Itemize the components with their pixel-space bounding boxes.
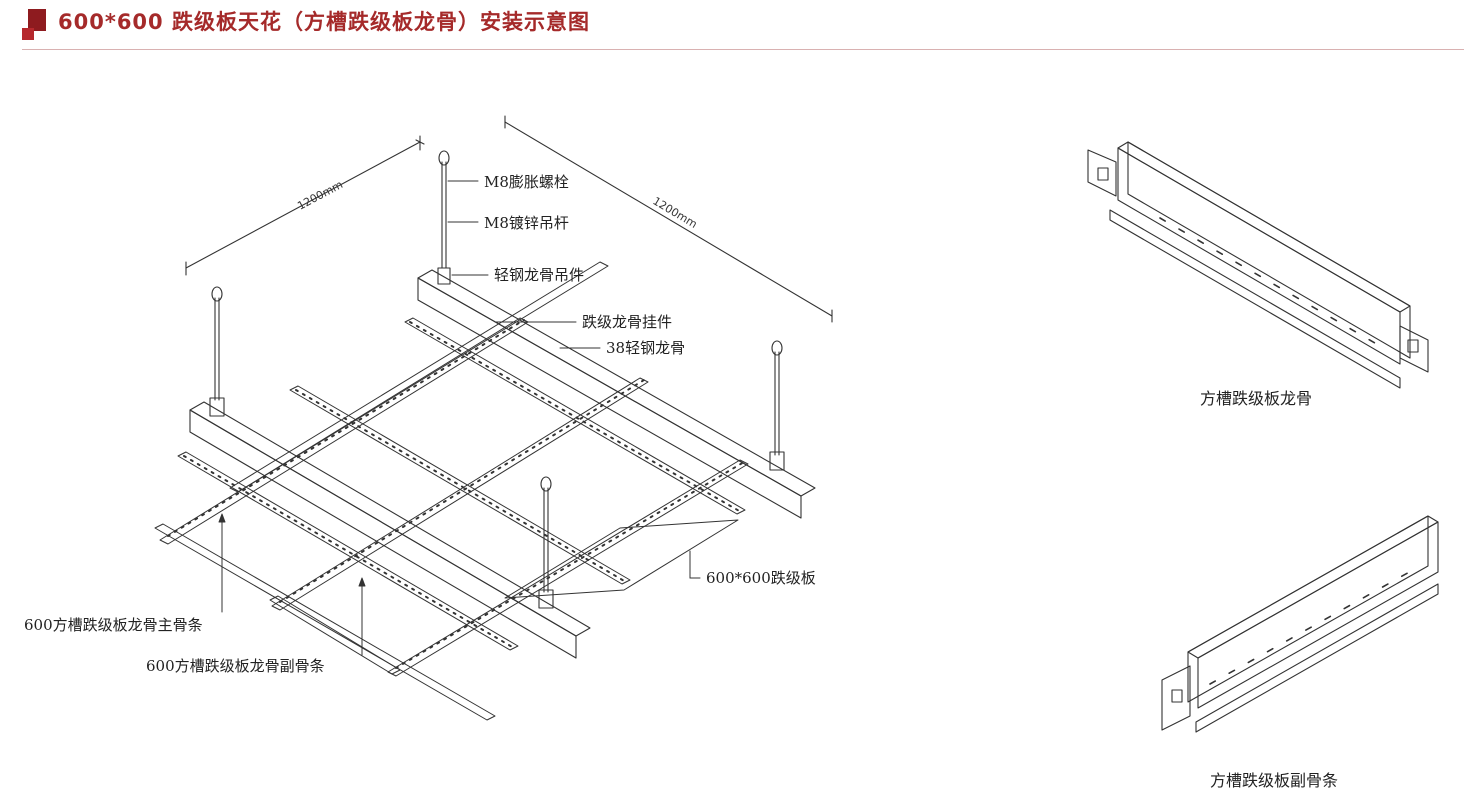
detail-secondary-caption: 方槽跌级板副骨条 [1210,771,1339,790]
hanger-rod-left [209,286,225,417]
callout-cross-runner: 600方槽跌级板龙骨副骨条 [146,657,325,675]
title-divider [22,49,1464,50]
detail-secondary-keel [1161,515,1439,733]
hanger-rod-back [437,150,451,285]
title-marker-icon [22,9,48,40]
detail-secondary-keel-slots [1209,565,1421,685]
callout-main-runner: 600方槽跌级板龙骨主骨条 [24,616,203,634]
detail-main-keel [1087,141,1429,389]
callout-leaders [218,180,701,656]
callout-expansion-bolt: M8膨胀螺栓 [484,173,569,191]
callout-38-steel-keel: 38轻钢龙骨 [606,339,686,357]
page-header: 600*600 跌级板天花（方槽跌级板龙骨）安装示意图 [0,0,1464,50]
detail-main-keel-slots [1159,217,1381,347]
steel-channel-front [189,401,591,659]
steel-channel-back [417,269,816,519]
ceiling-panel [504,519,739,599]
grid-slot-marks [167,319,745,669]
dimension-line-left: 1200mm [185,135,425,276]
dimension-label-left: 1200mm [295,178,345,213]
callout-hanger-rod: M8镀锌吊杆 [484,214,569,232]
detail-keel-caption: 方槽跌级板龙骨 [1200,389,1313,408]
callout-panel: 600*600跌级板 [706,569,816,587]
hanger-rod-right [769,340,785,471]
page-title: 600*600 跌级板天花（方槽跌级板龙骨）安装示意图 [58,10,590,34]
callout-keel-hanger: 轻钢龙骨吊件 [494,266,585,284]
callout-drop-keel-clip: 跌级龙骨挂件 [582,313,673,331]
